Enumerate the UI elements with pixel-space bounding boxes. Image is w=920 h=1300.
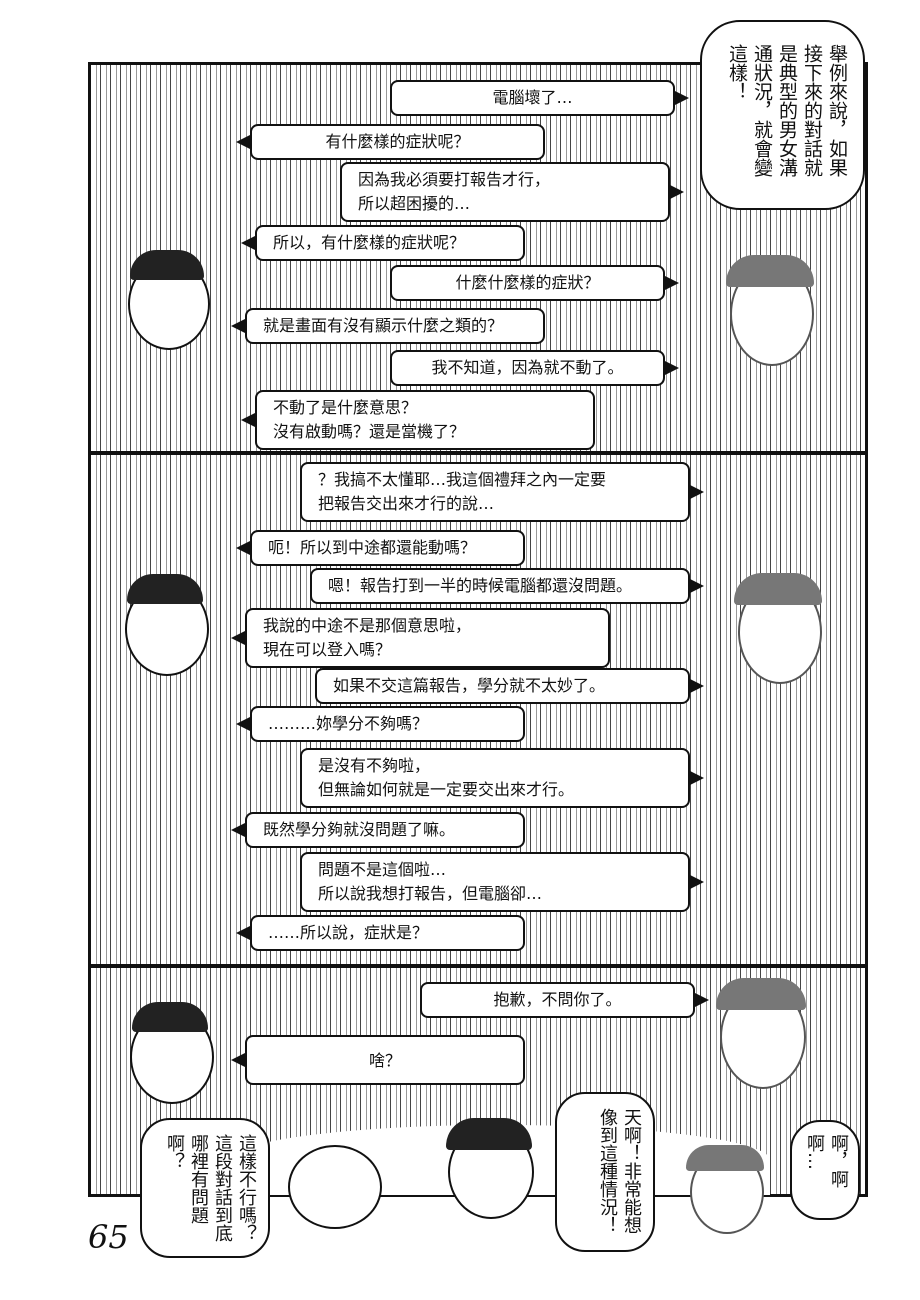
speech-bubble-woman: 嗯！報告打到一半的時候電腦都還沒問題。 [310,568,704,604]
speech-bubble-woman: 是沒有不夠啦，但無論如何就是一定要交出來才行。 [300,748,704,808]
speech-bubble-man: ………妳學分不夠嗎？ [236,706,525,742]
speech-bubble-woman: 如果不交這篇報告，學分就不太妙了。 [315,668,704,704]
speech-bubble-woman: ？我搞不太懂耶…我這個禮拜之內一定要把報告交出來才行的說… [300,462,704,522]
speech-bubble-man: ……所以說，症狀是？ [236,915,525,951]
speech-bubble-man: 既然學分夠就沒問題了嘛。 [231,812,525,848]
speech-bubble-man: 呃！所以到中途都還能動嗎？ [236,530,525,566]
speech-bubble-man: 不動了是什麼意思？沒有啟動嗎？還是當機了？ [241,390,595,450]
speech-bubble-woman: 電腦壞了… [390,80,689,116]
exclaim-bubble-center: 天啊！非常能想像到這種情況！ [555,1092,655,1252]
speech-bubble-woman: 因為我必須要打報告才行，所以超困擾的… [340,162,684,222]
speech-bubble-man: 有什麼樣的症狀呢？ [236,124,545,160]
speech-bubble-woman: 問題不是這個啦…所以說我想打報告，但電腦卻… [300,852,704,912]
speech-bubble-woman: 什麼什麼樣的症狀？ [390,265,679,301]
speech-bubble-man: 啥？ [231,1035,525,1085]
narration-bubble: 舉例來說，如果接下來的對話就是典型的男女溝通狀況，就會變這樣！ [700,20,865,210]
speech-bubble-woman: 我不知道，因為就不動了。 [390,350,679,386]
speech-bubble-man: 就是畫面有沒有顯示什麼之類的？ [231,308,545,344]
speech-bubble-woman: 抱歉，不問你了。 [420,982,709,1018]
exclaim-bubble-left: 這樣不行嗎？這段對話到底哪裡有問題啊？ [140,1118,270,1258]
speech-bubble-man: 我說的中途不是那個意思啦，現在可以登入嗎？ [231,608,610,668]
speech-bubble-man: 所以，有什麼樣的症狀呢？ [241,225,525,261]
speech-bubble-right: 啊，啊啊… [790,1120,860,1220]
page-number: 65 [88,1218,129,1256]
